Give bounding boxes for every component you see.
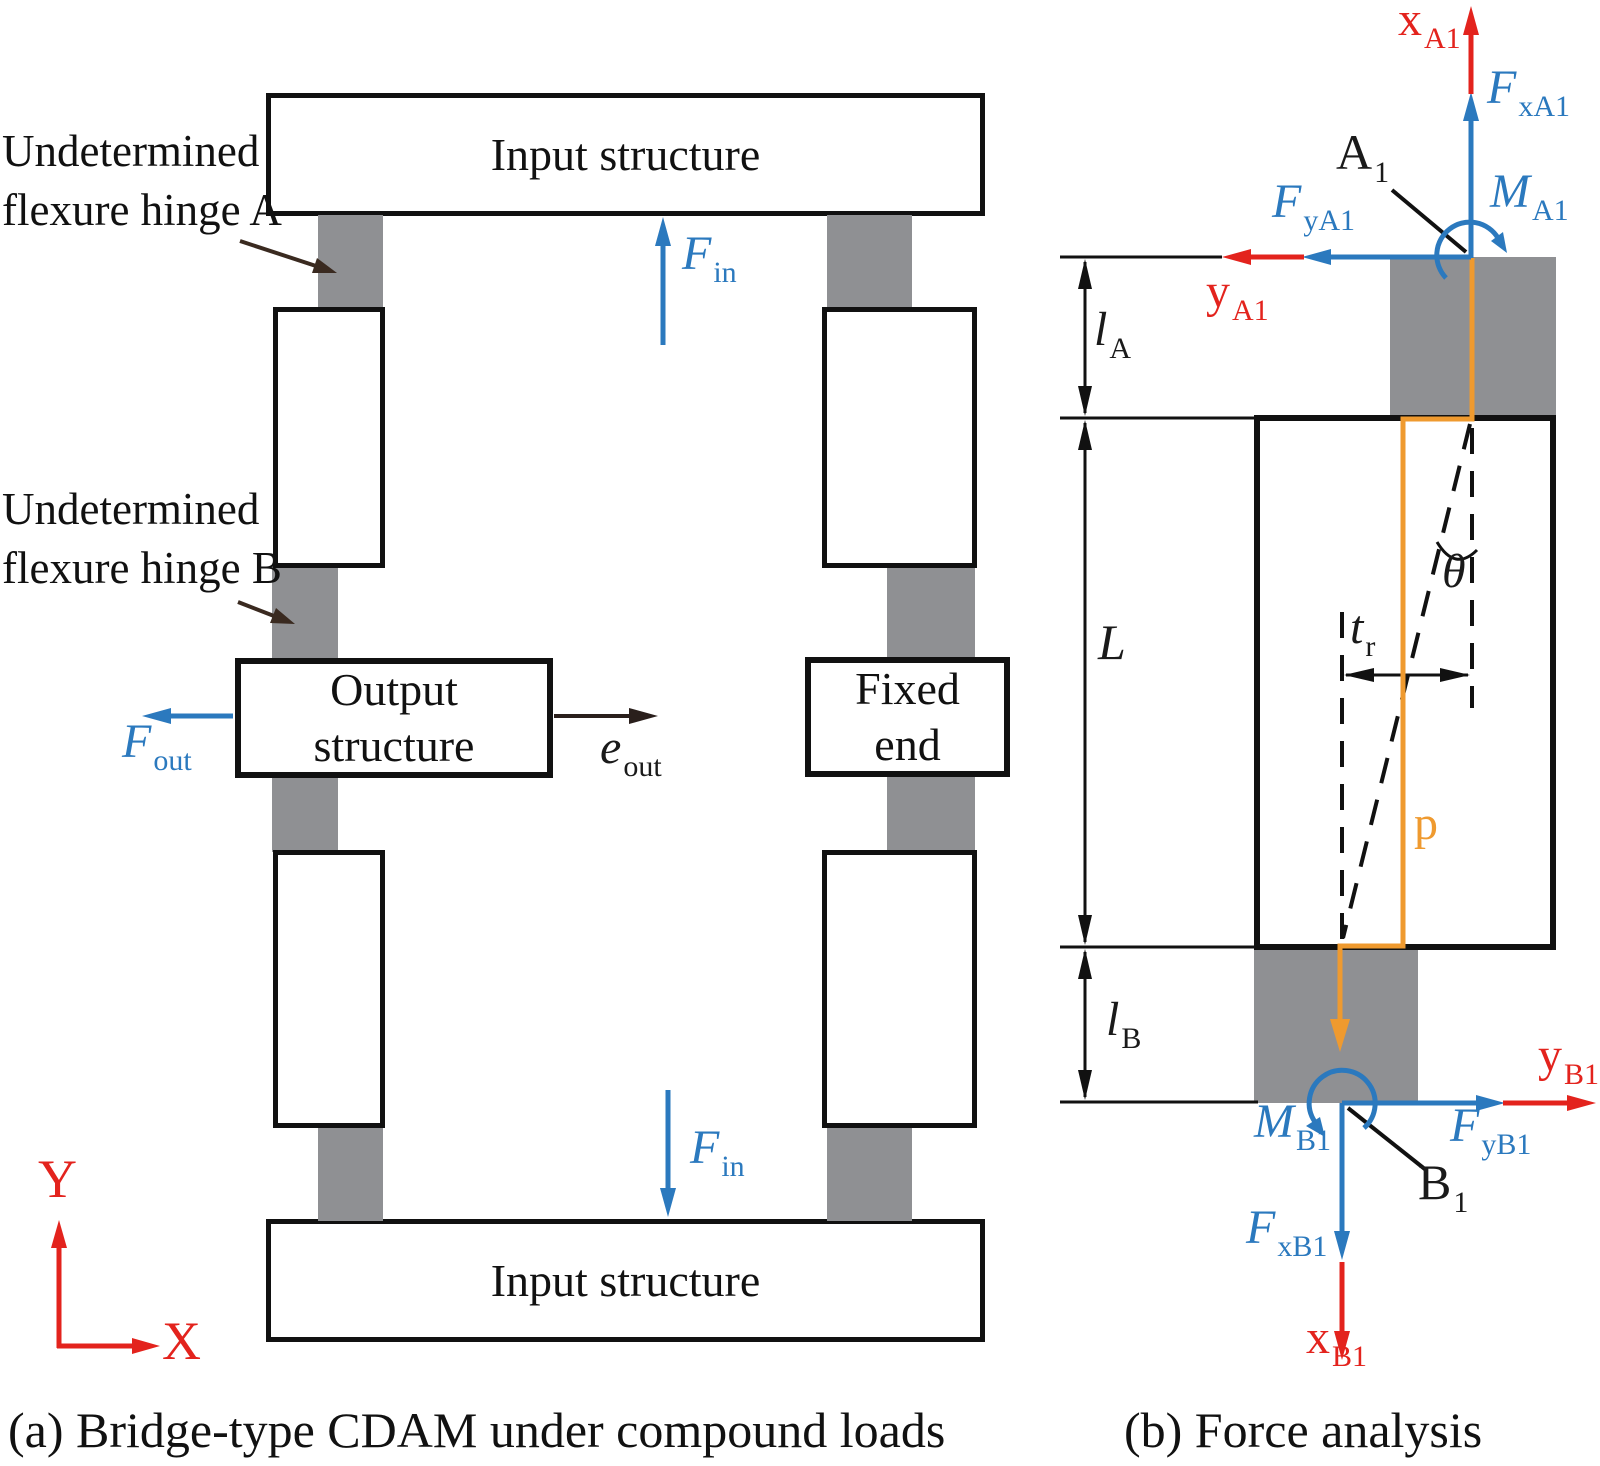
caption-a: (a) Bridge-type CDAM under compound load… (8, 1402, 946, 1458)
label-mb1: MB1 (1254, 1095, 1331, 1158)
label-axis-x: X (162, 1311, 201, 1371)
input-structure-bottom-label: Input structure (490, 1254, 761, 1306)
moment-arc-ma1 (1434, 219, 1507, 280)
output-structure-box: Output structure (235, 658, 553, 778)
pointer-line-a1 (1390, 188, 1468, 254)
axis-arrow-xa1 (1463, 6, 1479, 94)
dimension-arrow-L (1078, 420, 1092, 945)
force-arrow-fin-top (655, 217, 671, 345)
moment-arc-mb1 (1306, 1067, 1378, 1137)
label-ma1: MA1 (1490, 165, 1569, 228)
label-eout: eout (600, 721, 662, 784)
output-structure-line2: structure (313, 720, 475, 771)
label-fyb1: FyB1 (1450, 1099, 1532, 1162)
note-arrow-to-hinge-b (237, 600, 295, 624)
label-p: p (1414, 797, 1438, 850)
arm-upper-left (273, 307, 385, 568)
flexure-hinge-a-top-left (318, 215, 383, 309)
coordinate-axes-xy (51, 1220, 160, 1354)
label-yb1: yB1 (1538, 1029, 1600, 1092)
arm-upper-right (822, 307, 977, 568)
output-structure-line1: Output (330, 664, 458, 715)
note-a-line1: Undetermined (2, 126, 260, 176)
flexure-hinge-lower-mid-right (887, 774, 975, 852)
label-fya1: FyA1 (1272, 175, 1355, 238)
label-fxb1: FxB1 (1246, 1201, 1328, 1264)
input-structure-top-label: Input structure (490, 128, 761, 180)
force-arrow-fyb1 (1342, 1095, 1505, 1111)
dimension-arrow-la (1078, 259, 1092, 416)
flexure-hinge-bottom-left (318, 1128, 383, 1221)
flexure-hinge-bottom-right (827, 1128, 912, 1221)
extension-lines (1060, 255, 1258, 1104)
note-b-line1: Undetermined (2, 484, 260, 534)
axis-arrow-yb1 (1503, 1095, 1596, 1111)
label-fout: Fout (122, 715, 192, 778)
label-axis-y: Y (38, 1149, 77, 1209)
note-flexure-hinge-b: Undetermined flexure hinge B (2, 480, 282, 598)
force-arrow-fxa1 (1463, 92, 1479, 258)
label-b1-point: B1 (1418, 1154, 1469, 1219)
dashed-deflection-lines (1340, 423, 1474, 940)
label-fxa1: FxA1 (1487, 61, 1570, 124)
input-structure-bottom-box: Input structure (266, 1219, 985, 1342)
fixed-end-line1: Fixed (855, 663, 960, 714)
fixed-end-line2: end (874, 719, 941, 770)
label-lb: lB (1106, 993, 1142, 1056)
dimension-arrow-lb (1078, 949, 1092, 1100)
force-arrow-fya1 (1302, 249, 1471, 265)
axis-arrow-ya1 (1222, 249, 1304, 265)
label-fin-top: Fin (682, 227, 737, 290)
note-arrow-to-hinge-a (239, 239, 337, 273)
theta-angle-arc (1435, 541, 1479, 561)
label-xb1: xB1 (1306, 1311, 1368, 1374)
arrow-eout (554, 708, 658, 724)
dimension-arrow-tr (1344, 668, 1470, 682)
note-b-line2: flexure hinge B (2, 543, 282, 593)
pointer-line-b1 (1346, 1106, 1428, 1172)
input-structure-top-box: Input structure (266, 93, 985, 216)
label-fin-bottom: Fin (690, 1121, 745, 1184)
caption-b: (b) Force analysis (1124, 1402, 1483, 1458)
force-arrow-fxb1 (1334, 1103, 1350, 1260)
arm-lower-left (273, 850, 385, 1128)
label-theta: θ (1442, 545, 1466, 598)
flexure-hinge-mid-right (887, 568, 975, 660)
note-flexure-hinge-a: Undetermined flexure hinge A (2, 122, 282, 240)
label-xa1: xA1 (1398, 0, 1461, 55)
label-la: lA (1094, 303, 1132, 366)
force-arrow-fout (142, 708, 233, 724)
axis-arrow-xb1 (1334, 1262, 1350, 1360)
label-ya1: yA1 (1206, 265, 1269, 328)
label-a1-point: A1 (1336, 124, 1390, 189)
flexure-hinge-lower-mid-left (272, 774, 338, 852)
note-a-line2: flexure hinge A (2, 185, 282, 235)
fixed-end-box: Fixed end (805, 657, 1010, 777)
arm-lower-right (822, 850, 977, 1128)
force-arrow-fin-bottom (660, 1090, 676, 1217)
label-tr: tr (1350, 601, 1376, 664)
label-L: L (1098, 614, 1126, 670)
load-path-p (1330, 258, 1475, 1052)
flexure-hinge-top-right (827, 215, 912, 309)
